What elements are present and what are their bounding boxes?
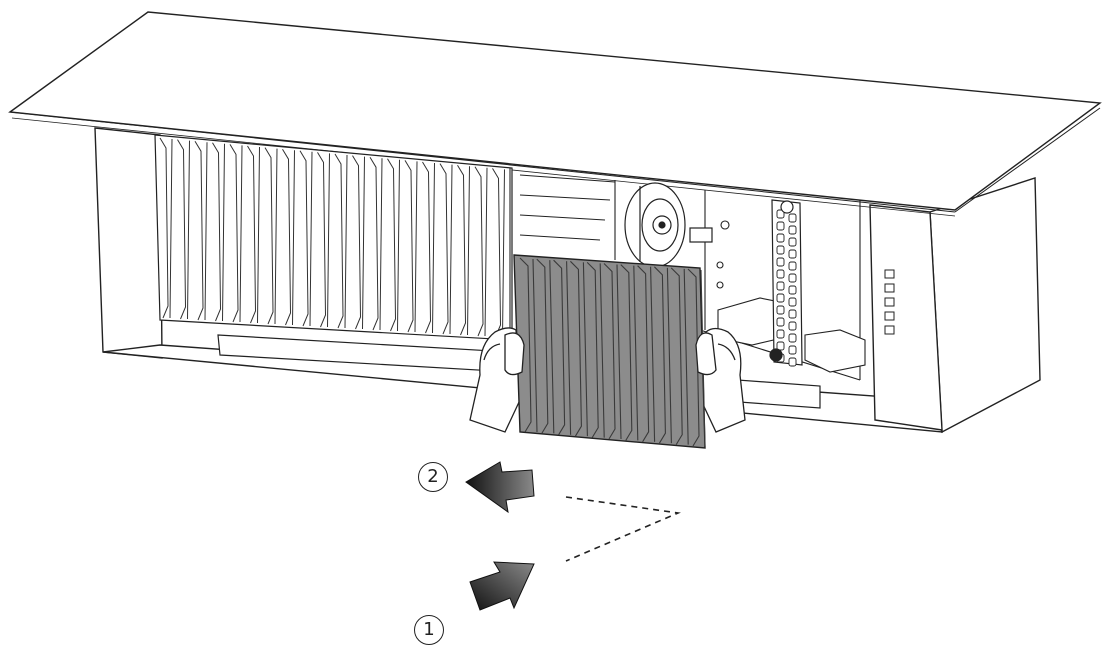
pleated-filter-icon bbox=[513, 254, 706, 449]
chain-link bbox=[788, 357, 797, 367]
chain-link bbox=[788, 249, 797, 259]
terminal-strip bbox=[884, 269, 895, 335]
installed-pleat bbox=[317, 152, 330, 328]
motion-path bbox=[565, 496, 681, 562]
filter-pleat bbox=[536, 258, 555, 434]
filter-pleat bbox=[620, 264, 639, 441]
filter-frame bbox=[513, 254, 706, 449]
chain-link bbox=[776, 257, 785, 267]
chain-link bbox=[788, 309, 797, 319]
chain-drive bbox=[769, 199, 803, 367]
chain-link bbox=[776, 329, 785, 339]
filter-pleat bbox=[570, 260, 588, 437]
installed-pleat bbox=[247, 145, 260, 324]
installed-pleat bbox=[177, 139, 190, 320]
chain-link bbox=[776, 317, 785, 327]
filter-pleat bbox=[670, 267, 689, 445]
chain-link bbox=[788, 213, 797, 223]
step-2-label: 2 bbox=[418, 462, 448, 492]
filter-pleat bbox=[519, 257, 538, 433]
motor-icon bbox=[624, 182, 713, 268]
chain-link bbox=[776, 221, 785, 231]
left-thumb bbox=[504, 332, 525, 376]
chain-link bbox=[788, 261, 797, 271]
step-1-label: 1 bbox=[414, 615, 444, 645]
chain-link bbox=[776, 341, 785, 351]
chain-link bbox=[776, 209, 785, 219]
chain-link bbox=[788, 285, 797, 295]
chain-link bbox=[776, 293, 785, 303]
chain-link bbox=[776, 245, 785, 255]
installed-pleat bbox=[264, 147, 278, 325]
installed-pleat bbox=[352, 155, 365, 330]
filter-pleat bbox=[553, 259, 572, 436]
sprocket-top bbox=[780, 200, 794, 214]
chain-link bbox=[788, 273, 797, 283]
installed-pleat bbox=[299, 150, 313, 327]
chain-link bbox=[788, 297, 797, 307]
filter-pleat bbox=[603, 263, 622, 440]
installed-pleat bbox=[369, 156, 383, 331]
installed-pleat bbox=[457, 164, 470, 336]
installed-pleat bbox=[334, 153, 348, 329]
right-thumb bbox=[695, 332, 717, 376]
installed-filter-bank bbox=[154, 134, 513, 341]
sprocket-bottom bbox=[769, 348, 783, 362]
chain-link bbox=[788, 333, 797, 343]
installed-pleat bbox=[229, 144, 243, 323]
chain-link bbox=[788, 237, 797, 247]
chain-link bbox=[788, 225, 797, 235]
filter-pleat bbox=[586, 262, 605, 438]
installed-pleat bbox=[212, 142, 225, 322]
installed-pleat bbox=[194, 140, 208, 321]
chain-link bbox=[776, 281, 785, 291]
installed-pleat bbox=[159, 137, 173, 319]
filter-pleat bbox=[654, 266, 672, 444]
installed-pleat bbox=[404, 160, 418, 333]
installed-pleat bbox=[422, 161, 435, 334]
chain-link bbox=[776, 269, 785, 279]
chain-link bbox=[788, 345, 797, 355]
filter-pleat bbox=[637, 265, 656, 443]
installed-pleat bbox=[474, 166, 488, 337]
chain-link bbox=[776, 305, 785, 315]
installed-pleat bbox=[439, 163, 453, 335]
arrow-icon bbox=[465, 461, 535, 611]
chain-link bbox=[776, 233, 785, 243]
installed-pleat bbox=[282, 148, 295, 326]
chain-link bbox=[788, 321, 797, 331]
top-cover bbox=[8, 11, 1102, 211]
installed-pleat bbox=[387, 158, 400, 332]
